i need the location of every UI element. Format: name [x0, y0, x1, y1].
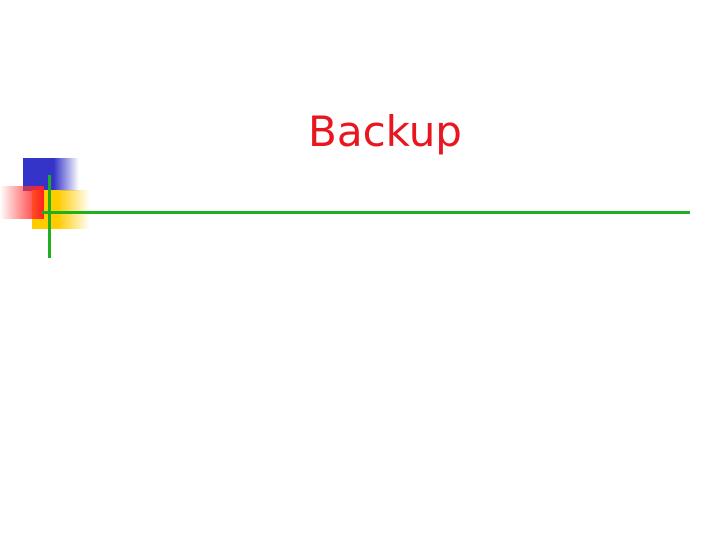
title-underline: [42, 211, 690, 214]
slide-title: Backup: [308, 107, 462, 156]
decorative-vertical-line: [48, 175, 51, 258]
decorative-red-block: [0, 186, 44, 219]
decorative-blue-block: [23, 158, 79, 191]
